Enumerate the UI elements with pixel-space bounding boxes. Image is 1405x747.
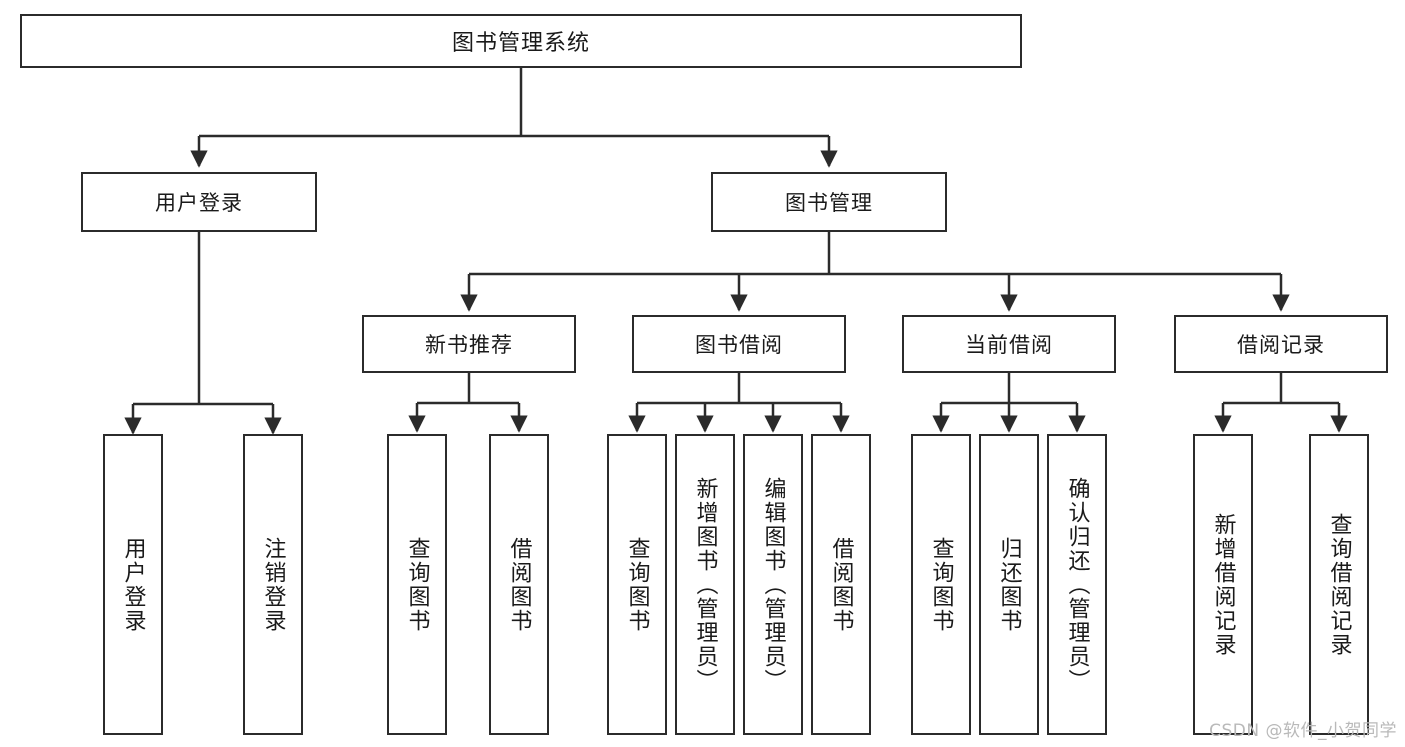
leaf-current-borrow-return[interactable]: 归还图书	[979, 434, 1039, 735]
node-label: 新增借阅记录	[1210, 512, 1236, 657]
node-book-borrow[interactable]: 图书借阅	[632, 315, 846, 373]
node-borrow-record[interactable]: 借阅记录	[1174, 315, 1388, 373]
leaf-book-borrow-lend[interactable]: 借阅图书	[811, 434, 871, 735]
node-label: 图书借阅	[695, 333, 783, 357]
node-label: 查询图书	[624, 536, 650, 633]
node-label: 当前借阅	[965, 333, 1053, 357]
leaf-borrow-record-query[interactable]: 查询借阅记录	[1309, 434, 1369, 735]
node-label: 借阅图书	[828, 536, 854, 633]
node-book-management[interactable]: 图书管理	[711, 172, 947, 232]
node-label: 用户登录	[155, 191, 243, 215]
leaf-borrow-record-add[interactable]: 新增借阅记录	[1193, 434, 1253, 735]
leaf-book-borrow-query[interactable]: 查询图书	[607, 434, 667, 735]
node-label: 用户登录	[120, 536, 146, 633]
node-label: 图书管理系统	[451, 31, 590, 56]
node-label: 查询借阅记录	[1326, 512, 1352, 657]
watermark: CSDN @软件_小贺同学	[1209, 721, 1397, 741]
node-root-library-system[interactable]: 图书管理系统	[20, 14, 1022, 68]
leaf-book-borrow-edit[interactable]: 编辑图书（管理员）	[743, 434, 803, 735]
node-label: 新书推荐	[425, 333, 513, 357]
node-new-book-recommend[interactable]: 新书推荐	[362, 315, 576, 373]
leaf-current-borrow-query[interactable]: 查询图书	[911, 434, 971, 735]
node-label: 查询图书	[404, 536, 430, 633]
leaf-new-book-borrow[interactable]: 借阅图书	[489, 434, 549, 735]
node-label: 查询图书	[928, 536, 954, 633]
node-label: 新增图书（管理员）	[692, 476, 718, 693]
leaf-user-login-signin[interactable]: 用户登录	[103, 434, 163, 735]
leaf-user-login-signout[interactable]: 注销登录	[243, 434, 303, 735]
node-label: 注销登录	[260, 536, 286, 633]
node-label: 图书管理	[785, 191, 873, 215]
leaf-book-borrow-add[interactable]: 新增图书（管理员）	[675, 434, 735, 735]
node-current-borrow[interactable]: 当前借阅	[902, 315, 1116, 373]
leaf-new-book-query[interactable]: 查询图书	[387, 434, 447, 735]
node-label: 归还图书	[996, 536, 1022, 633]
node-label: 确认归还（管理员）	[1064, 476, 1090, 693]
leaf-current-borrow-confirm[interactable]: 确认归还（管理员）	[1047, 434, 1107, 735]
node-label: 编辑图书（管理员）	[760, 476, 786, 693]
node-label: 借阅记录	[1237, 333, 1325, 357]
node-label: 借阅图书	[506, 536, 532, 633]
node-user-login[interactable]: 用户登录	[81, 172, 317, 232]
